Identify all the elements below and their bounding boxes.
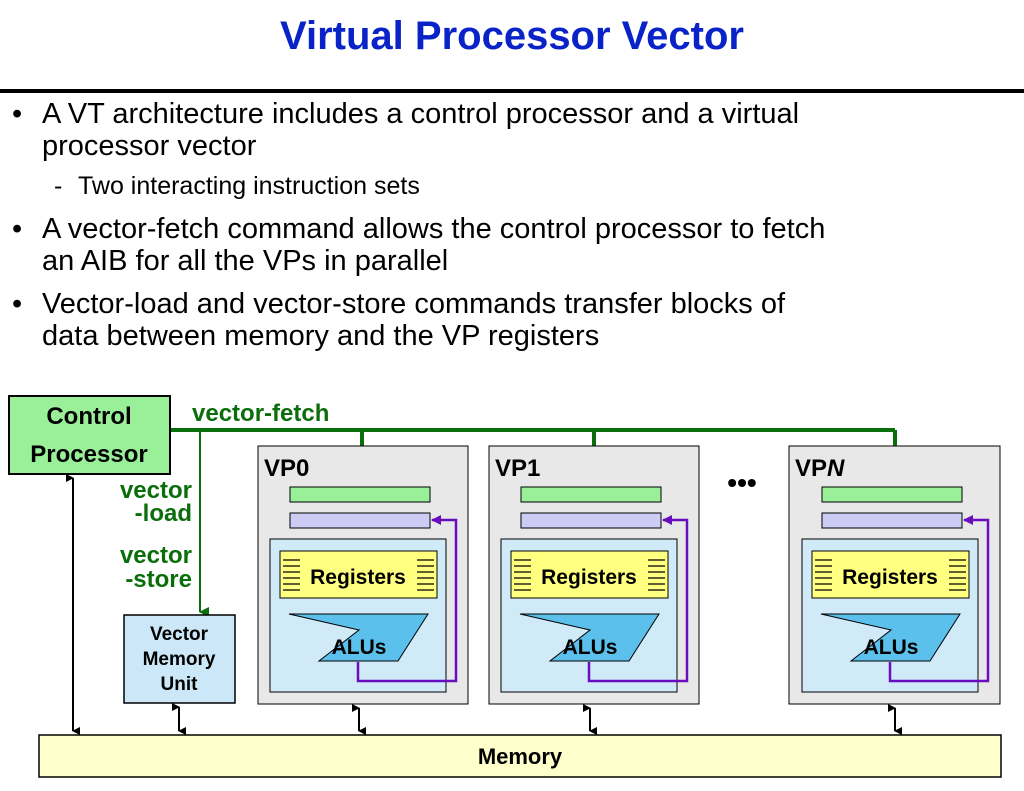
vmu-line3: Unit [161,674,199,695]
vp1-alus-label: ALUs [563,636,618,659]
vp0-instruction-buffer [289,486,431,503]
vpn-alu-shape [820,613,961,662]
vp1-instruction-buffer [520,486,662,503]
vp0-aib-buffer [289,512,431,529]
bullet-dot: • [12,98,23,130]
vector-store-label-line2: -store [125,566,192,593]
vp1-label: VP1 [495,455,540,482]
bullet-1-line2: processor vector [42,130,257,162]
sub-bullet: - Two interacting instruction sets [54,172,420,201]
slide-title: Virtual Processor Vector [280,14,744,58]
vp0-box: VP0 Registers ALUs [257,445,469,705]
vp1-registers-label: Registers [541,566,637,589]
bullet-dot: • [12,213,23,245]
vector-load-label-line1: vector [120,477,192,504]
vpn-feedback-arrow [888,515,990,683]
bullet-2: • A vector-fetch command allows the cont… [12,213,826,277]
vpn-label: VPN [795,455,845,482]
control-processor-line1: Control [46,403,131,430]
vpn-label-italic: N [827,455,845,482]
vp1-aib-buffer [520,512,662,529]
vmu-line1: Vector [150,624,209,645]
control-processor-line2: Processor [30,441,147,468]
vector-load-label-line2: -load [135,500,192,527]
memory-box: Memory [38,734,1002,778]
vector-fetch-label: vector-fetch [192,400,329,427]
title-divider [0,89,1024,93]
bullet-3-line2: data between memory and the VP registers [42,320,600,352]
vp0-label: VP0 [264,455,309,482]
bullet-1-line1: A VT architecture includes a control pro… [42,98,800,130]
bullet-2-line2: an AIB for all the VPs in parallel [42,245,449,277]
memory-label: Memory [478,744,563,769]
bullet-1: • A VT architecture includes a control p… [12,98,800,162]
vpn-box: VPN Registers ALUs [788,445,1001,705]
ellipsis: ••• [727,467,756,498]
vmu-line2: Memory [143,649,216,670]
control-processor-box: Control Processor [8,395,171,475]
vp0-feedback-arrow [356,515,458,683]
vpn-alus-label: ALUs [864,636,919,659]
vp1-feedback-arrow [587,515,689,683]
bullet-3-line1: Vector-load and vector-store commands tr… [42,288,786,320]
vpn-aib-buffer [821,512,963,529]
vp0-alus-label: ALUs [332,636,387,659]
sub-bullet-dash: - [54,172,63,200]
vpn-registers-label: Registers [842,566,938,589]
vpn-instruction-buffer [821,486,963,503]
vp0-alu-shape [288,613,429,662]
vpn-registers [811,550,970,599]
vpn-label-prefix: VP [795,455,827,482]
vp0-registers [279,550,438,599]
bullet-2-line1: A vector-fetch command allows the contro… [42,213,826,245]
vp1-alu-shape [519,613,660,662]
bullet-dot: • [12,288,23,320]
vp1-registers [510,550,669,599]
sub-bullet-text: Two interacting instruction sets [78,172,420,200]
vp0-registers-label: Registers [310,566,406,589]
vector-store-label-line1: vector [120,542,192,569]
bullet-3: • Vector-load and vector-store commands … [12,288,786,352]
vp1-box: VP1 Registers ALUs [488,445,700,705]
vector-memory-unit-box: Vector Memory Unit [123,614,236,704]
memory-connections [66,474,902,735]
